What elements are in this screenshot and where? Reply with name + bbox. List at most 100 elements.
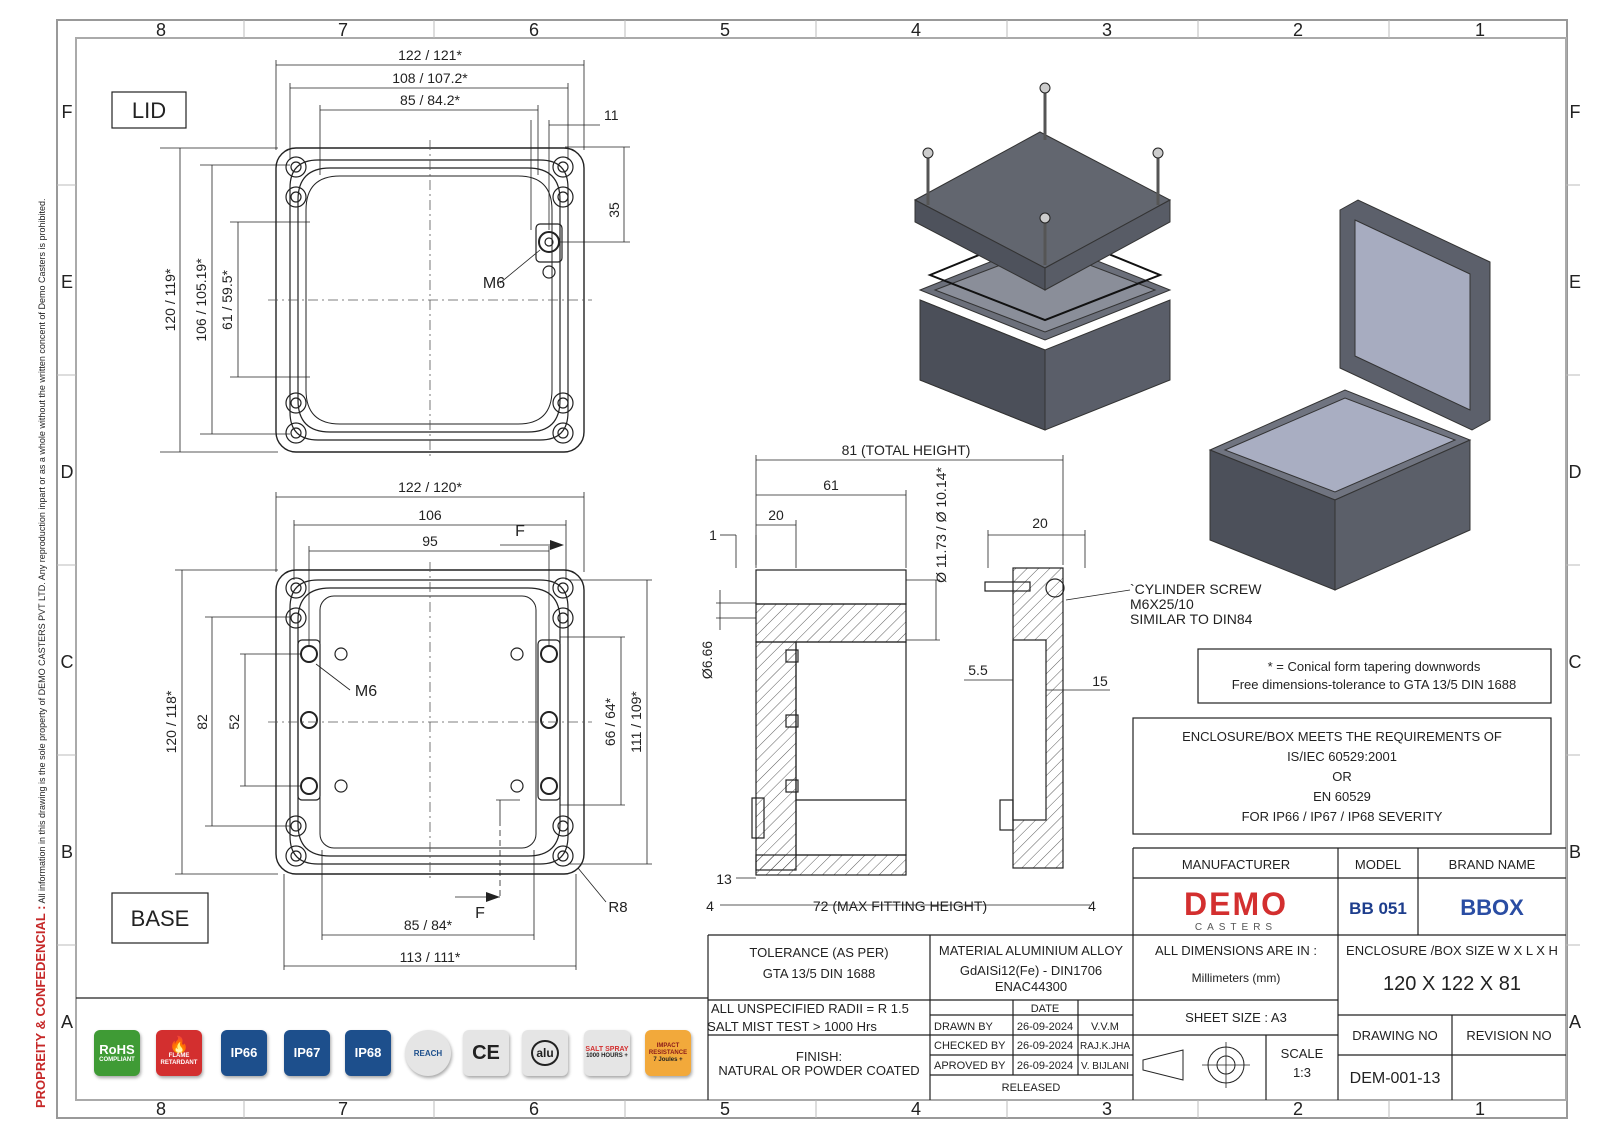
screw-note-line1: `CYLINDER SCREW xyxy=(1130,581,1262,597)
base-dim-52: 52 xyxy=(226,714,242,730)
lid-dim-width: 122 / 121* xyxy=(398,47,462,63)
base-dim-111: 111 / 109* xyxy=(628,691,644,753)
col-label-top: 2 xyxy=(1293,20,1303,40)
col-label-top: 3 xyxy=(1102,20,1112,40)
col-label-bottom: 1 xyxy=(1475,1099,1485,1119)
row-label-left: B xyxy=(61,842,73,862)
screw-note-line3: SIMILAR TO DIN84 xyxy=(1130,611,1253,627)
lid-dim-height: 120 / 119* xyxy=(162,268,178,331)
section-dim-4a: 4 xyxy=(706,898,714,914)
section-dim-1: 1 xyxy=(709,527,717,543)
material-line2: GdAISi12(Fe) - DIN1706 xyxy=(960,963,1102,978)
date-header: DATE xyxy=(1031,1003,1060,1015)
section-dim-61: 61 xyxy=(823,477,839,493)
isometric-open-view xyxy=(1208,199,1491,591)
radii-note: ALL UNSPECIFIED RADII = R 1.5 xyxy=(711,1001,909,1016)
section-dim-15: 15 xyxy=(1092,673,1108,689)
row-label-left: D xyxy=(61,462,74,482)
base-dim-height: 120 / 118* xyxy=(163,690,179,753)
col-label-bottom: 3 xyxy=(1102,1099,1112,1119)
section-dim-5-5: 5.5 xyxy=(968,662,988,678)
alu-icon: alu xyxy=(522,1030,568,1076)
section-view: 81 (TOTAL HEIGHT) 61 20 1 Ø 11.73 / Ø 10… xyxy=(699,442,1262,914)
base-dim-95: 95 xyxy=(422,533,438,549)
approved-by-date: 26-09-2024 xyxy=(1017,1060,1073,1072)
model-header: MODEL xyxy=(1355,857,1401,872)
section-dim-13: 13 xyxy=(716,871,732,887)
base-dim-82: 82 xyxy=(194,714,210,730)
reach-icon: REACH xyxy=(405,1030,451,1076)
dimensions-unit-value: Millimeters (mm) xyxy=(1192,971,1281,985)
base-label: BASE xyxy=(131,906,190,931)
row-label-right: C xyxy=(1569,652,1582,672)
confidentiality-note: PROPREITY & CONFEDENCIAL : All informati… xyxy=(33,199,48,1108)
lid-label: LID xyxy=(132,98,166,123)
approved-by-label: APROVED BY xyxy=(934,1060,1006,1072)
drawing-no-header: DRAWING NO xyxy=(1352,1028,1437,1043)
ip66-icon: IP66 xyxy=(221,1030,267,1076)
row-label-right: A xyxy=(1569,1012,1581,1032)
col-label-bottom: 7 xyxy=(338,1099,348,1119)
finish-value: NATURAL OR POWDER COATED xyxy=(718,1063,919,1078)
brand-logo: BBOX xyxy=(1460,895,1524,920)
lid-dim-seal-height: 106 / 105.19* xyxy=(193,258,209,342)
model-value: BB 051 xyxy=(1349,899,1407,918)
section-marker-top: F xyxy=(515,523,525,540)
box-size-header: ENCLOSURE /BOX SIZE W X L X H xyxy=(1346,943,1558,958)
col-label-top: 8 xyxy=(156,20,166,40)
section-dim-20b: 20 xyxy=(1032,515,1048,531)
compliance-line1: ENCLOSURE/BOX MEETS THE REQUIREMENTS OF xyxy=(1182,729,1502,744)
ip67-icon: IP67 xyxy=(284,1030,330,1076)
lid-dim-11: 11 xyxy=(604,107,619,123)
flame-icon: 🔥FLAME RETARDANT xyxy=(156,1030,202,1076)
ip68-icon: IP68 xyxy=(345,1030,391,1076)
base-dim-66: 66 / 64* xyxy=(602,697,618,746)
col-label-top: 7 xyxy=(338,20,348,40)
lid-dim-35: 35 xyxy=(606,202,622,218)
material-line3: ENAC44300 xyxy=(995,979,1067,994)
ce-icon: CE xyxy=(463,1030,509,1076)
row-label-left: C xyxy=(61,652,74,672)
compliance-line4: EN 60529 xyxy=(1313,789,1371,804)
section-dim-total-height: 81 (TOTAL HEIGHT) xyxy=(842,442,971,458)
section-marker-bottom: F xyxy=(475,905,485,922)
base-view: BASE xyxy=(111,479,652,970)
tolerance-note: Free dimensions-tolerance to GTA 13/5 DI… xyxy=(1232,677,1516,692)
material-line1: MATERIAL ALUMINIUM ALLOY xyxy=(939,943,1124,958)
dimensions-unit-header: ALL DIMENSIONS ARE IN : xyxy=(1155,943,1317,958)
col-label-bottom: 2 xyxy=(1293,1099,1303,1119)
tolerance-header: TOLERANCE (AS PER) xyxy=(749,945,888,960)
base-m6-label: M6 xyxy=(355,683,377,700)
base-dim-85: 85 / 84* xyxy=(404,917,453,933)
col-label-top: 6 xyxy=(529,20,539,40)
checked-by-label: CHECKED BY xyxy=(934,1040,1006,1052)
finish-header: FINISH: xyxy=(796,1049,842,1064)
brand-header: BRAND NAME xyxy=(1449,857,1536,872)
base-dim-113: 113 / 111* xyxy=(400,949,461,965)
manufacturer-header: MANUFACTURER xyxy=(1182,857,1290,872)
base-dim-106: 106 xyxy=(418,507,442,523)
col-label-bottom: 8 xyxy=(156,1099,166,1119)
drawn-by-label: DRAWN BY xyxy=(934,1021,994,1033)
section-dim-4b: 4 xyxy=(1088,898,1096,914)
row-label-left: E xyxy=(61,272,73,292)
col-label-top: 5 xyxy=(720,20,730,40)
approved-by-name: V. BIJLANI xyxy=(1081,1061,1129,1072)
row-label-right: E xyxy=(1569,272,1581,292)
revision-header: REVISION NO xyxy=(1466,1028,1551,1043)
col-label-bottom: 6 xyxy=(529,1099,539,1119)
compliance-line2: IS/IEC 60529:2001 xyxy=(1287,749,1397,764)
demo-logo: DEMO xyxy=(1184,886,1288,922)
scale-header: SCALE xyxy=(1281,1046,1324,1061)
section-dim-20: 20 xyxy=(768,507,784,523)
scale-value: 1:3 xyxy=(1293,1065,1311,1080)
checked-by-name: RAJ.K.JHA xyxy=(1080,1041,1130,1052)
section-dia-11: Ø 11.73 / Ø 10.14* xyxy=(933,467,949,583)
lid-view: LID xyxy=(111,47,630,460)
col-label-top: 1 xyxy=(1475,20,1485,40)
box-size-value: 120 X 122 X 81 xyxy=(1383,973,1521,995)
